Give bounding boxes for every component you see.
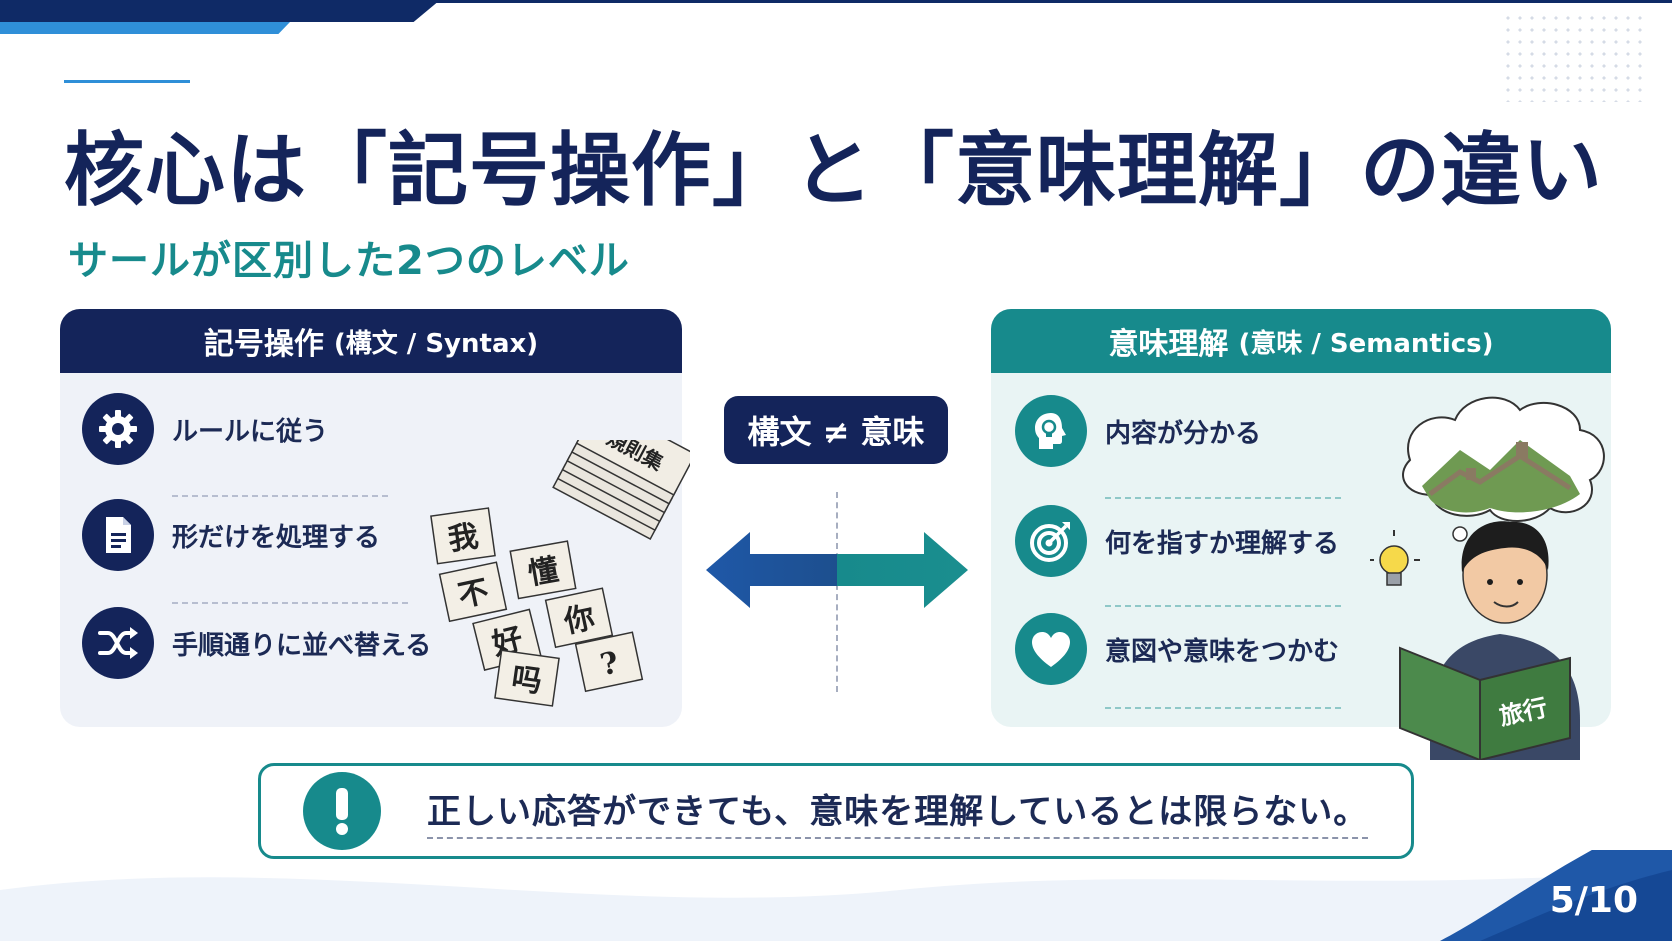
character-card: 不 <box>438 561 508 623</box>
top-accent-band <box>0 22 290 34</box>
character-card: 我 <box>430 507 496 565</box>
heart-icon <box>1015 613 1087 685</box>
semantics-panel-title: 意味理解 <box>1108 327 1229 362</box>
key-message-text: 正しい応答ができても、意味を理解しているとは限らない。 <box>427 784 1369 839</box>
character-card: 你 <box>544 587 614 649</box>
character-card: ? <box>574 631 644 693</box>
person-reading-illustration: 旅行 <box>1370 396 1605 760</box>
syntax-panel-subtitle: (構文 / Syntax) <box>333 328 539 359</box>
syntax-item: ルールに従う <box>82 393 328 465</box>
semantics-panel-subtitle: (意味 / Semantics) <box>1238 328 1494 359</box>
card-character: 你 <box>560 600 598 641</box>
card-character: 不 <box>455 574 492 614</box>
divider <box>1105 605 1341 607</box>
semantics-item-label: 何を指すか理解する <box>1105 528 1340 559</box>
semantics-item: 意図や意味をつかむ <box>1015 613 1339 685</box>
rulebook-cards-illustration: 規則集 我 不 懂 好 你 <box>430 440 690 707</box>
page-number: 5/10 <box>1549 880 1638 921</box>
top-decorative-band <box>0 0 440 22</box>
target-icon <box>1015 505 1087 577</box>
syntax-item-label: 形だけを処理する <box>172 522 381 553</box>
divider <box>172 602 408 604</box>
title-rule <box>64 80 190 83</box>
semantics-item-label: 内容が分かる <box>1105 418 1262 449</box>
syntax-not-semantics-badge: 構文 ≠ 意味 <box>724 396 948 464</box>
character-card: 吗 <box>494 649 560 707</box>
semantics-item: 何を指すか理解する <box>1015 505 1339 577</box>
card-character: 懂 <box>526 552 562 592</box>
top-border-line <box>0 0 1672 3</box>
shuffle-icon <box>82 607 154 679</box>
syntax-item-label: ルールに従う <box>172 416 329 447</box>
exclamation-icon <box>303 772 381 850</box>
syntax-item: 形だけを処理する <box>82 499 380 571</box>
slide-title: 核心は「記号操作」と「意味理解」の違い <box>64 124 1603 217</box>
gear-icon <box>82 393 154 465</box>
middle-dashed-divider <box>836 492 838 692</box>
syntax-item-label: 手順通りに並べ替える <box>172 630 432 661</box>
divider <box>1105 497 1341 499</box>
semantics-panel: 意味理解 (意味 / Semantics) 内容が分かる <box>991 309 1611 727</box>
decorative-dot-grid <box>1502 12 1642 102</box>
bottom-wave-decoration <box>0 850 1672 941</box>
card-character: 我 <box>446 519 481 558</box>
head-lightbulb-icon <box>1015 395 1087 467</box>
divider <box>172 495 388 497</box>
document-icon <box>82 499 154 571</box>
syntax-item: 手順通りに並べ替える <box>82 607 431 679</box>
syntax-panel-title: 記号操作 <box>203 327 324 362</box>
thought-cloud-landscape <box>1402 396 1605 522</box>
semantics-item: 内容が分かる <box>1015 395 1261 467</box>
lightbulb-icon <box>1370 530 1420 586</box>
syntax-panel-header: 記号操作 (構文 / Syntax) <box>60 309 682 373</box>
semantics-panel-header: 意味理解 (意味 / Semantics) <box>991 309 1611 373</box>
travel-book-icon: 旅行 <box>1399 646 1571 760</box>
semantics-item-label: 意図や意味をつかむ <box>1105 636 1340 667</box>
divider <box>1105 707 1341 709</box>
key-message-callout: 正しい応答ができても、意味を理解しているとは限らない。 <box>258 763 1414 859</box>
bidirectional-arrow-icon <box>706 532 968 608</box>
card-character: 吗 <box>509 661 544 700</box>
slide-subtitle: サールが区別した2つのレベル <box>68 238 630 284</box>
character-card: 懂 <box>509 540 577 600</box>
rulebook-icon: 規則集 <box>552 440 690 541</box>
